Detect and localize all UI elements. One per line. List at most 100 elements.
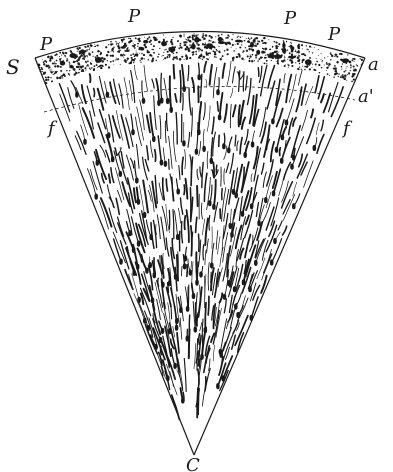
stipple-dot (137, 39, 138, 40)
stipple-dot (197, 34, 198, 35)
stipple-dot (83, 70, 85, 72)
stipple-dot (116, 43, 117, 44)
stipple-dot (341, 75, 342, 76)
stipple-dot (132, 53, 134, 55)
stipple-dot (78, 64, 80, 66)
stipple-dot (297, 47, 299, 49)
stipple-dot (92, 51, 94, 53)
vessel-streak (203, 245, 204, 260)
stipple-dot (289, 52, 291, 54)
stipple-dot (363, 60, 364, 61)
vessel-dot (213, 204, 216, 209)
stipple-dot (157, 56, 159, 58)
stipple-dot (165, 49, 166, 50)
stipple-dot (309, 57, 311, 59)
vessel-streak (257, 258, 265, 279)
stipple-dot (46, 65, 49, 68)
stipple-dot (346, 68, 347, 69)
stipple-dot (251, 60, 252, 61)
stipple-dot (361, 59, 363, 61)
stipple-dot (235, 44, 236, 45)
stipple-dot (90, 69, 91, 70)
stipple-dot (209, 52, 211, 54)
stipple-dot (163, 52, 164, 53)
vessel-streak (154, 258, 155, 274)
stipple-dot (284, 65, 285, 66)
stipple-dot (94, 44, 95, 45)
stipple-dot (132, 45, 133, 46)
stipple-dot (222, 55, 224, 57)
stipple-dot (306, 49, 307, 50)
vessel-streak (196, 217, 197, 232)
stipple-dot (78, 72, 80, 74)
vessel-streak (240, 138, 242, 154)
stipple-dot (141, 57, 144, 60)
stipple-dot (227, 54, 228, 55)
vessel-streak (134, 65, 137, 80)
stipple-dot (244, 59, 245, 60)
stipple-dot (179, 35, 182, 38)
stipple-dot (174, 57, 176, 59)
stipple-dot (92, 61, 93, 62)
stipple-dot (239, 46, 241, 48)
stipple-dot (185, 39, 186, 40)
stipple-dot (287, 59, 288, 60)
vessel-streak (147, 115, 150, 132)
stipple-dot (203, 39, 204, 40)
stipple-dot (43, 63, 45, 65)
stipple-dot (328, 63, 330, 65)
stipple-dot (221, 34, 223, 36)
vessel-streak (188, 259, 190, 271)
stipple-dot (252, 49, 255, 52)
stipple-dot (110, 55, 112, 57)
stipple-dot (89, 67, 91, 69)
stipple-dot (344, 74, 346, 76)
stipple-dot (243, 50, 245, 52)
vessel-streak (289, 118, 293, 134)
stipple-dot (342, 76, 345, 79)
stipple-dot (128, 38, 130, 40)
stipple-dot (201, 49, 203, 51)
stipple-dot (97, 45, 99, 47)
stipple-dot (245, 47, 246, 48)
stipple-dot (179, 49, 180, 50)
stipple-dot (115, 59, 116, 60)
stipple-dot (126, 60, 127, 61)
vessel-streak (207, 151, 208, 168)
vessel-streak (197, 186, 198, 206)
stipple-dot (62, 77, 63, 78)
vessel-streak (220, 93, 223, 117)
stipple-dot (164, 49, 165, 50)
vessel-streak (299, 154, 303, 166)
stipple-dot (116, 57, 117, 58)
radial-streaks (59, 61, 343, 419)
stipple-dot (69, 61, 70, 62)
vessel-dot (167, 376, 170, 381)
vessel-streak (220, 247, 223, 266)
stipple-dot (282, 60, 284, 62)
stipple-dot (46, 77, 47, 78)
stipple-dot (187, 49, 188, 50)
vessel-streak (188, 132, 190, 147)
stipple-dot (272, 47, 273, 48)
stipple-dot (38, 66, 40, 68)
stipple-dot (341, 69, 342, 70)
vessel-streak (175, 306, 177, 327)
stipple-dot (318, 64, 320, 66)
stipple-dot (126, 48, 128, 50)
stipple-dot (48, 76, 50, 78)
stipple-dot (196, 53, 198, 55)
vessel-streak (161, 217, 166, 250)
vessel-streak (147, 146, 149, 160)
stipple-dot (184, 35, 185, 36)
vessel-streak (199, 102, 201, 132)
stipple-blotch (268, 54, 276, 58)
stipple-dot (86, 55, 87, 56)
vessel-streak (171, 304, 172, 319)
stipple-dot (129, 49, 130, 50)
stipple-dot (176, 58, 178, 60)
stipple-dot (291, 54, 293, 56)
stipple-blotch (235, 40, 242, 43)
stipple-dot (188, 37, 190, 39)
stipple-dot (296, 55, 297, 56)
